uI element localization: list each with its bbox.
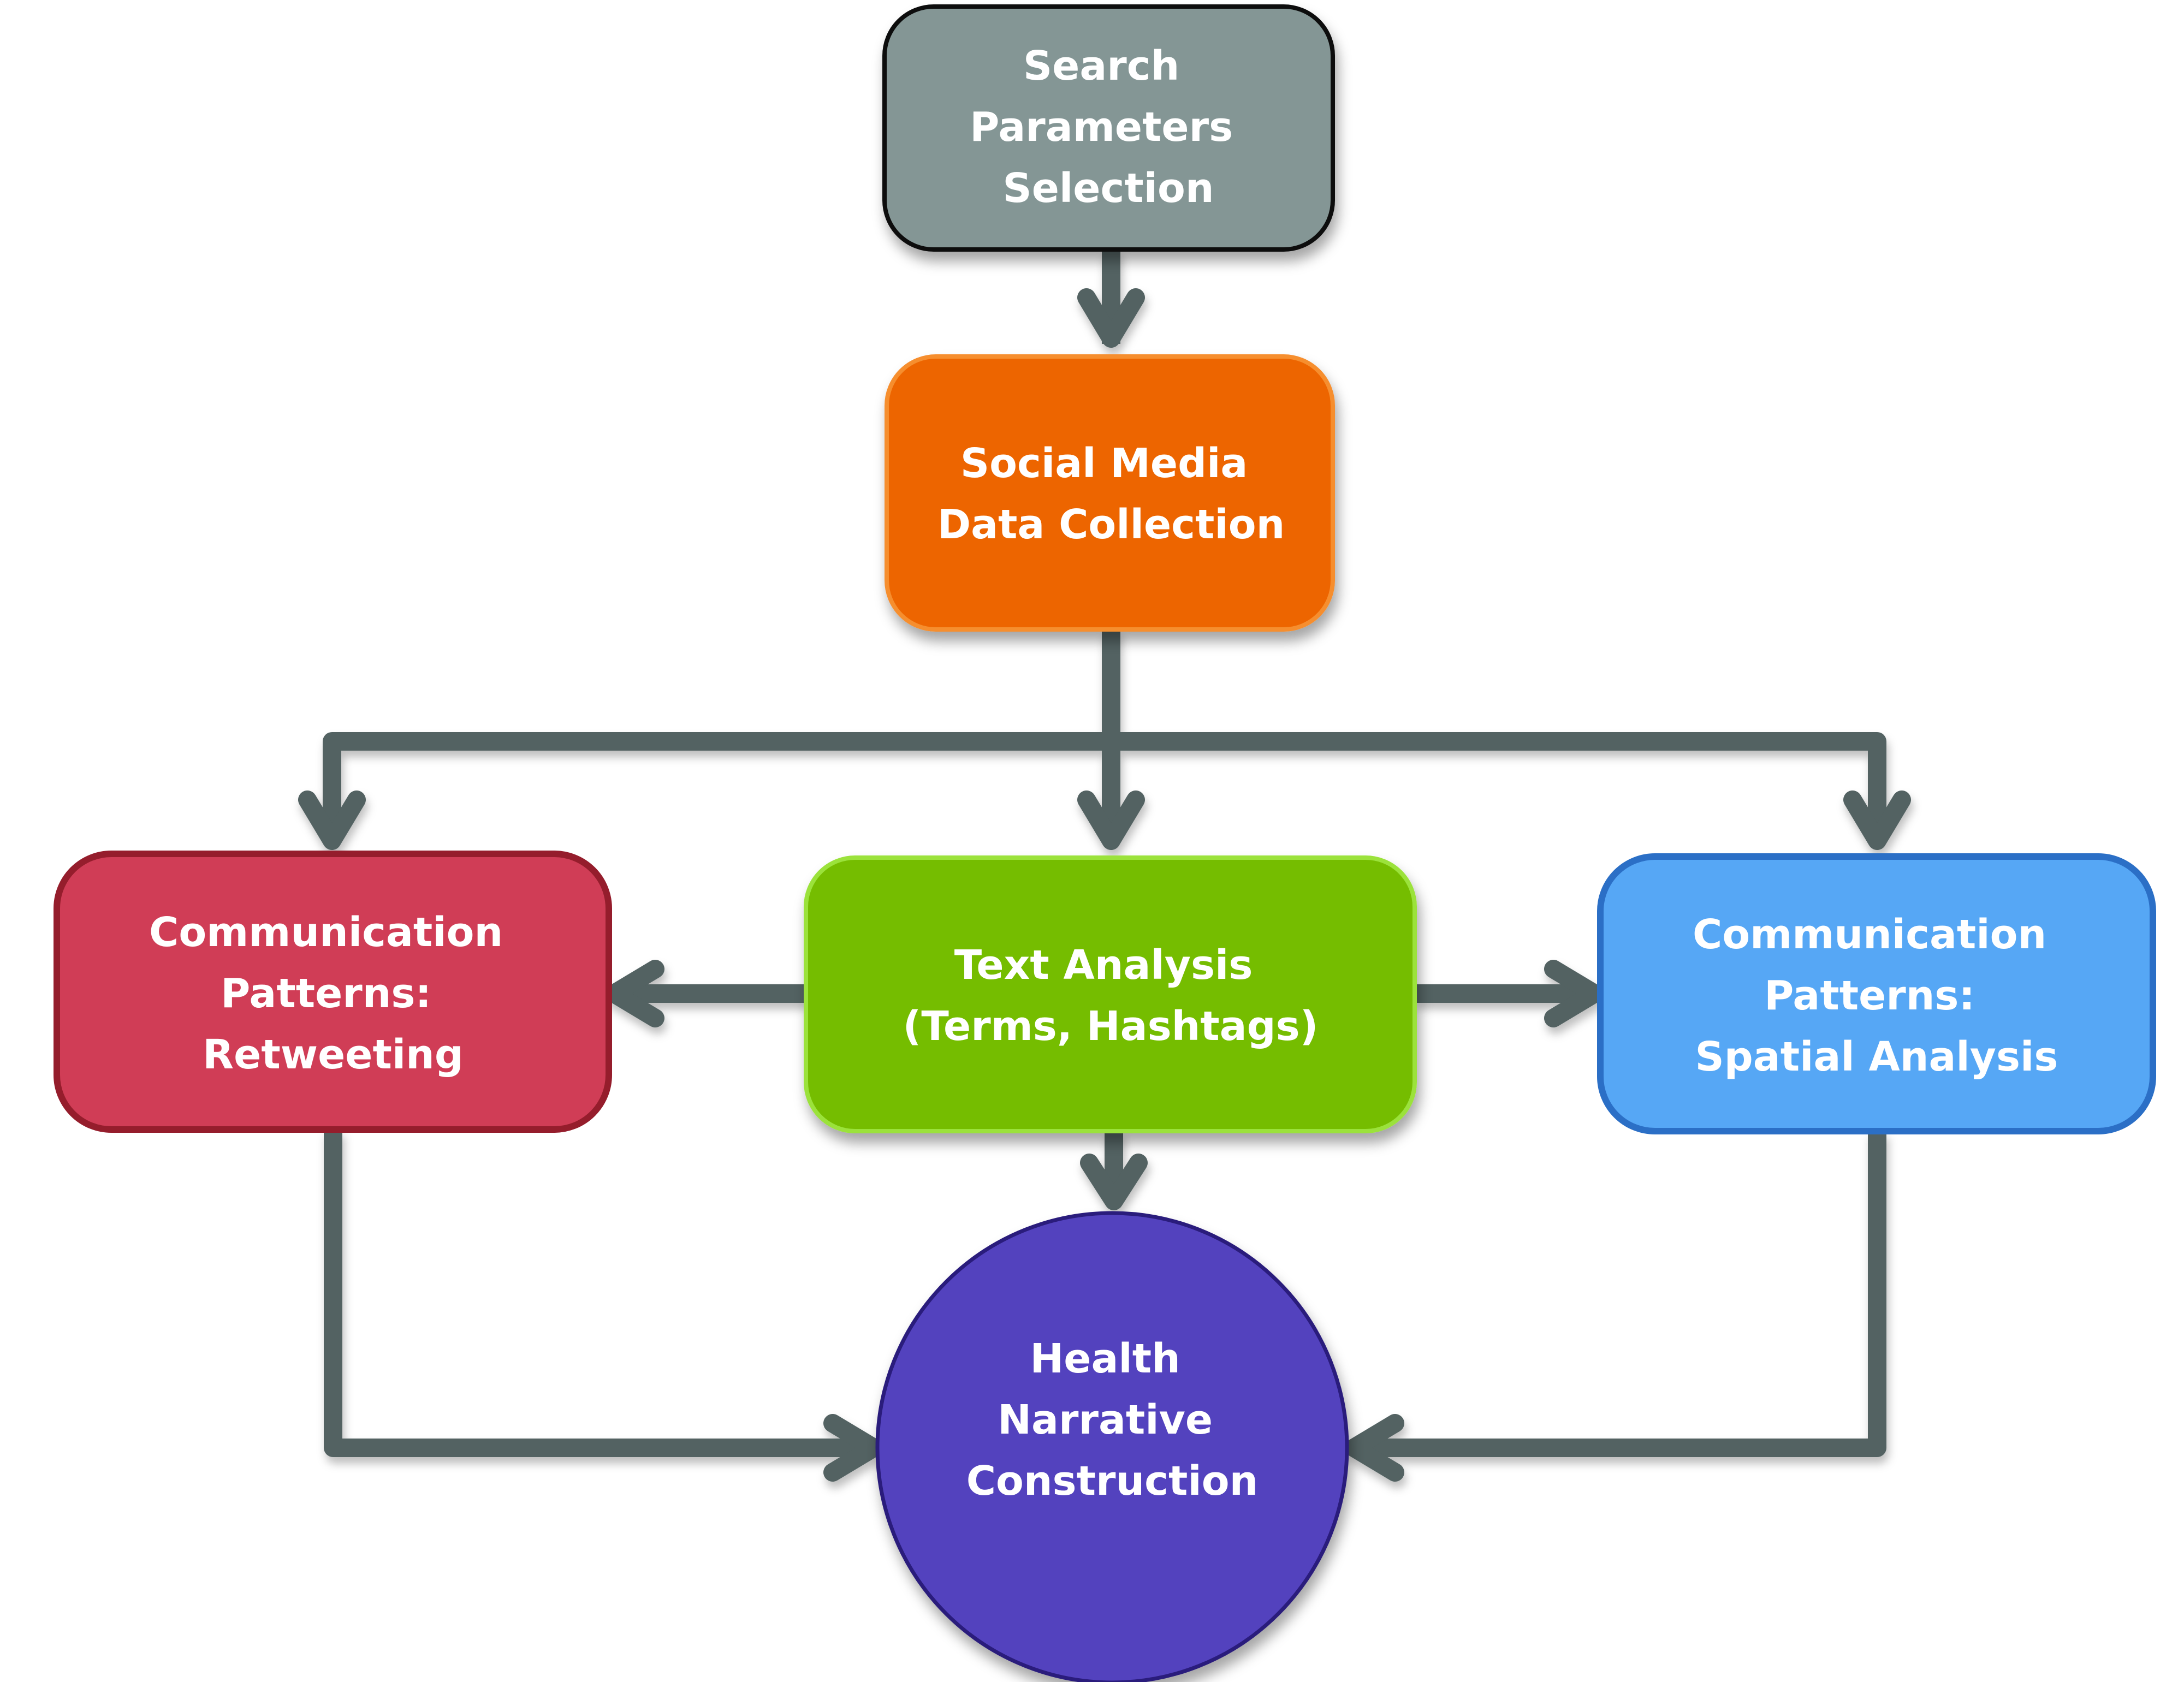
edge-collection-bus [323, 732, 1886, 843]
node-text-analysis: Text Analysis (Terms, Hashtags) [804, 855, 1417, 1133]
arrowhead-icon [1544, 960, 1604, 1027]
node-collection-label: Social Media Data Collection [937, 440, 1285, 548]
node-retweeting-label: Communication Patterns: Retweeting [149, 909, 517, 1078]
edge-retweeting-narrative [324, 1130, 871, 1457]
node-search: Search Parameters Selection [882, 4, 1335, 252]
arrowhead-icon [1843, 791, 1911, 850]
arrowhead-icon [1080, 1154, 1148, 1210]
arrowhead-icon [823, 1414, 883, 1482]
node-retweeting: Communication Patterns: Retweeting [54, 851, 612, 1133]
arrowhead-icon [1077, 288, 1145, 348]
arrowhead-icon [605, 960, 664, 1027]
node-search-label: Search Parameters Selection [970, 43, 1247, 212]
node-narrative: Health Narrative Construction [875, 1211, 1349, 1682]
node-narrative-label: Health Narrative Construction [966, 1335, 1259, 1505]
node-collection: Social Media Data Collection [885, 354, 1335, 632]
arrowhead-icon [1345, 1414, 1404, 1482]
arrowhead-icon [298, 791, 366, 850]
connectors [298, 249, 1911, 1482]
node-spatial-label: Communication Patterns: Spatial Analysis [1693, 911, 2061, 1080]
edge-spatial-narrative [1357, 1131, 1886, 1457]
node-spatial: Communication Patterns: Spatial Analysis [1597, 853, 2156, 1134]
arrowhead-icon [1077, 791, 1145, 850]
node-text-analysis-label: Text Analysis (Terms, Hashtags) [903, 942, 1319, 1050]
